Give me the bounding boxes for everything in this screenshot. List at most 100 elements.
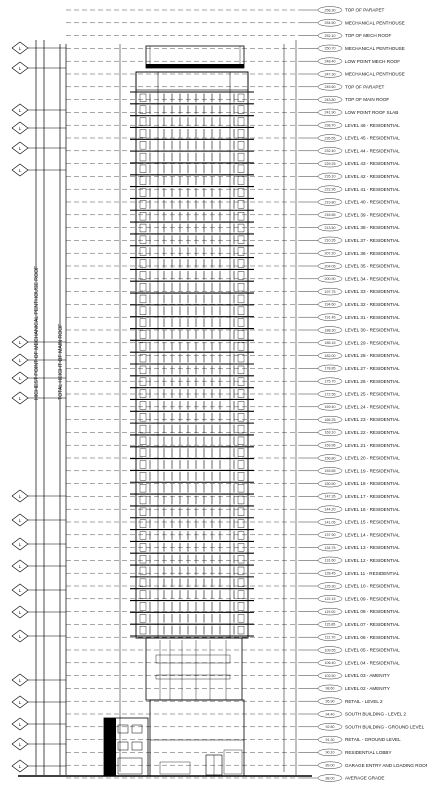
level-datum-bubble xyxy=(317,748,343,757)
grid-marker-letter: L xyxy=(19,396,22,401)
level-label: LEVEL 05 - RESIDENTIAL xyxy=(345,648,400,653)
level-label: LEVEL 29 - RESIDENTIAL xyxy=(345,340,400,345)
floor-row xyxy=(139,554,245,564)
level-elevation: 156.80 xyxy=(325,456,336,460)
grid-marker: L xyxy=(11,695,66,709)
floor-row xyxy=(139,259,245,268)
level-elevation: 150.50 xyxy=(325,482,336,486)
level-datum-bubble xyxy=(317,607,343,616)
floor-row xyxy=(139,235,245,245)
level-label: LEVEL 42 - RESIDENTIAL xyxy=(345,174,400,179)
floor-row xyxy=(139,341,245,351)
level-label: LEVEL 18 - RESIDENTIAL xyxy=(345,481,400,486)
level-datum-bubble xyxy=(317,160,343,168)
level-datum-bubble xyxy=(317,582,343,590)
level-elevation: 250.70 xyxy=(325,47,336,51)
grid-marker: L xyxy=(11,673,66,687)
level-elevation: 144.20 xyxy=(325,508,336,512)
level-datum-bubble xyxy=(317,556,343,565)
level-label: LEVEL 45 - RESIDENTIAL xyxy=(345,136,400,141)
level-elevation: 166.25 xyxy=(325,418,336,422)
floor-row xyxy=(139,519,245,529)
level-label: GARAGE ENTRY AND LOADING ROOM xyxy=(345,763,427,768)
level-label: LEVEL 14 - RESIDENTIAL xyxy=(345,532,400,537)
grid-marker: L xyxy=(11,759,66,773)
floor-row xyxy=(139,602,245,611)
floor-row xyxy=(139,578,245,588)
level-datum-bubble xyxy=(317,83,343,91)
level-datum-bubble xyxy=(317,198,343,206)
level-label: RETAIL - LEVEL 2 xyxy=(345,699,383,704)
grid-marker-letter: L xyxy=(19,564,22,569)
level-label: LEVEL 25 - RESIDENTIAL xyxy=(345,392,400,397)
level-label: LEVEL 06 - RESIDENTIAL xyxy=(345,635,400,640)
grid-marker: L xyxy=(11,103,66,117)
level-elevation: 258.30 xyxy=(325,8,336,12)
vertical-label-penthouse: HIGHEST POINT OF MECHANICAL PENTHOUSE RO… xyxy=(34,266,40,400)
level-label: LEVEL 15 - RESIDENTIAL xyxy=(345,520,400,525)
tower-floors xyxy=(130,91,254,637)
level-datum-bubble xyxy=(317,377,343,385)
level-datum-bubble xyxy=(317,723,343,731)
dimension-lines xyxy=(35,40,297,775)
level-label: LEVEL 17 - RESIDENTIAL xyxy=(345,494,400,499)
grid-marker: L xyxy=(11,717,66,731)
level-elevation: 115.85 xyxy=(325,623,336,627)
floor-row xyxy=(139,460,245,469)
floor-row xyxy=(139,93,245,103)
level-elevation: 88.00 xyxy=(326,776,335,780)
level-datum-bubble xyxy=(317,6,343,14)
level-elevation: 248.40 xyxy=(325,60,336,64)
level-datum-bubble xyxy=(317,595,343,603)
grid-marker: L xyxy=(11,737,66,751)
level-row: 235.55 LEVEL 45 - RESIDENTIAL xyxy=(66,134,400,142)
level-elevation: 235.55 xyxy=(325,136,336,140)
level-elevation: 254.50 xyxy=(325,21,336,25)
level-datum-bubble xyxy=(317,172,343,181)
level-elevation: 229.25 xyxy=(325,162,336,166)
level-datum-bubble xyxy=(317,505,343,513)
podium xyxy=(145,637,243,701)
floor-row xyxy=(139,282,245,292)
base-block xyxy=(149,699,245,777)
level-label: LEVEL 44 - RESIDENTIAL xyxy=(345,148,400,153)
level-elevation: 252.10 xyxy=(325,34,336,38)
grid-marker-letter: L xyxy=(19,66,22,71)
floor-row xyxy=(139,318,245,328)
floor-row xyxy=(139,211,245,221)
level-label: LEVEL 12 - RESIDENTIAL xyxy=(345,558,400,563)
level-label: LEVEL 10 - RESIDENTIAL xyxy=(345,584,400,589)
grid-marker: L xyxy=(11,353,66,367)
level-elevation: 247.30 xyxy=(325,72,336,76)
level-datum-bubble xyxy=(317,416,343,424)
level-datum-bubble xyxy=(317,569,343,577)
level-label: LEVEL 13 - RESIDENTIAL xyxy=(345,545,400,550)
floor-row xyxy=(139,400,245,410)
level-label: LEVEL 07 - RESIDENTIAL xyxy=(345,622,400,627)
grid-marker-letter: L xyxy=(19,678,22,683)
level-label: LEVEL 38 - RESIDENTIAL xyxy=(345,225,400,230)
floor-row xyxy=(139,164,245,174)
level-elevation: 89.00 xyxy=(326,764,335,768)
level-label: TOP OF MECH ROOF xyxy=(345,33,391,38)
level-datum-bubble xyxy=(317,44,343,53)
floor-row xyxy=(139,389,245,398)
level-datum-bubble xyxy=(317,428,343,437)
level-label: LEVEL 11 - RESIDENTIAL xyxy=(345,571,400,576)
